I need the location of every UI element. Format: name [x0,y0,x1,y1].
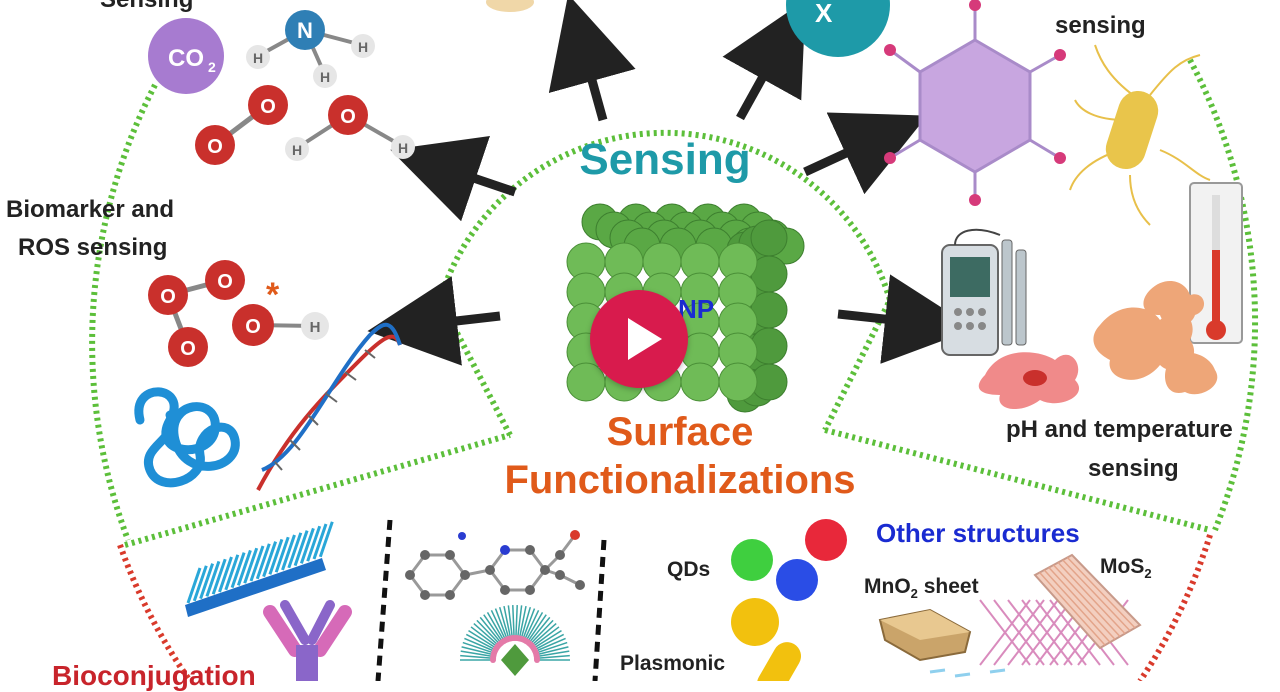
plasmonic-nanoparticle-icon [731,598,801,681]
svg-text:O: O [180,338,196,360]
mos2-sheet-icon [1033,553,1142,650]
svg-text:H: H [320,69,330,85]
label-other-structures: Other structures [876,518,1080,548]
label-gas-sensing: Sensing [100,0,193,18]
dna-icon [256,322,402,491]
label-mno2: MnO2 sheet [864,575,979,602]
label-bioconjugation: Bioconjugation [52,660,256,691]
ph-meter-icon [941,228,1027,356]
svg-text:O: O [217,271,233,293]
label-ph-line1: pH and temperature [1006,416,1233,443]
label-biomarker-line1: Biomarker and [6,196,175,223]
label-plasmonic: Plasmonic [620,652,726,675]
svg-text:N: N [297,18,313,43]
svg-text:H: H [398,140,408,156]
svg-text:H: H [310,319,321,336]
dish-icon [486,0,534,12]
cell-icon [978,280,1218,410]
center-title-sensing: Sensing [579,135,751,184]
comb-structure-icon [185,521,334,617]
svg-text:O: O [245,316,261,338]
label-pathogen-sensing: sensing [1055,12,1146,39]
svg-text:H: H [358,39,368,55]
mno2-sheet-icon [878,608,972,662]
svg-text:2: 2 [208,59,216,75]
label-ph-line2: sensing [1088,455,1179,482]
thermometer-icon [1189,182,1243,344]
bacteria-icon [1069,44,1211,226]
play-button[interactable] [590,290,688,388]
micelle-icon [460,605,570,676]
svg-text:O: O [340,106,356,128]
ion-sphere-icon: X [786,0,890,57]
protein-icon [134,387,240,488]
outer-ring [89,58,1259,681]
virus-icon [884,0,1066,206]
ros-molecules-icon: O O O O H * [148,260,329,367]
water-molecule-icon: O H H [285,95,415,161]
svg-text:O: O [207,136,223,158]
small-molecule-icon [405,530,585,600]
label-qds: QDs [667,558,711,581]
co2-text: CO [168,45,204,72]
co2-molecule-icon: CO 2 [148,18,224,94]
svg-text:X: X [815,0,833,28]
water-dashes-icon [929,668,1006,678]
svg-text:*: * [266,276,280,314]
svg-text:H: H [253,50,263,66]
oxygen-molecule-icon: O O [195,85,288,165]
center-title-surface: Surface Functionalizations [470,408,890,504]
label-mos2: MoS2 [1100,555,1152,582]
quantum-dots-icon [731,519,847,601]
antibody-icon [263,600,352,681]
arrows [367,0,975,366]
label-biomarker-line2: ROS sensing [18,234,168,261]
play-icon [628,318,662,360]
ammonia-molecule-icon: N H H H [246,10,375,88]
surface-line1: Surface [606,410,754,454]
svg-text:O: O [260,96,276,118]
surface-line2: Functionalizations [504,458,856,502]
svg-text:H: H [292,142,302,158]
molecule-box [375,519,607,681]
svg-text:O: O [160,286,176,308]
divider-right [824,427,1211,533]
